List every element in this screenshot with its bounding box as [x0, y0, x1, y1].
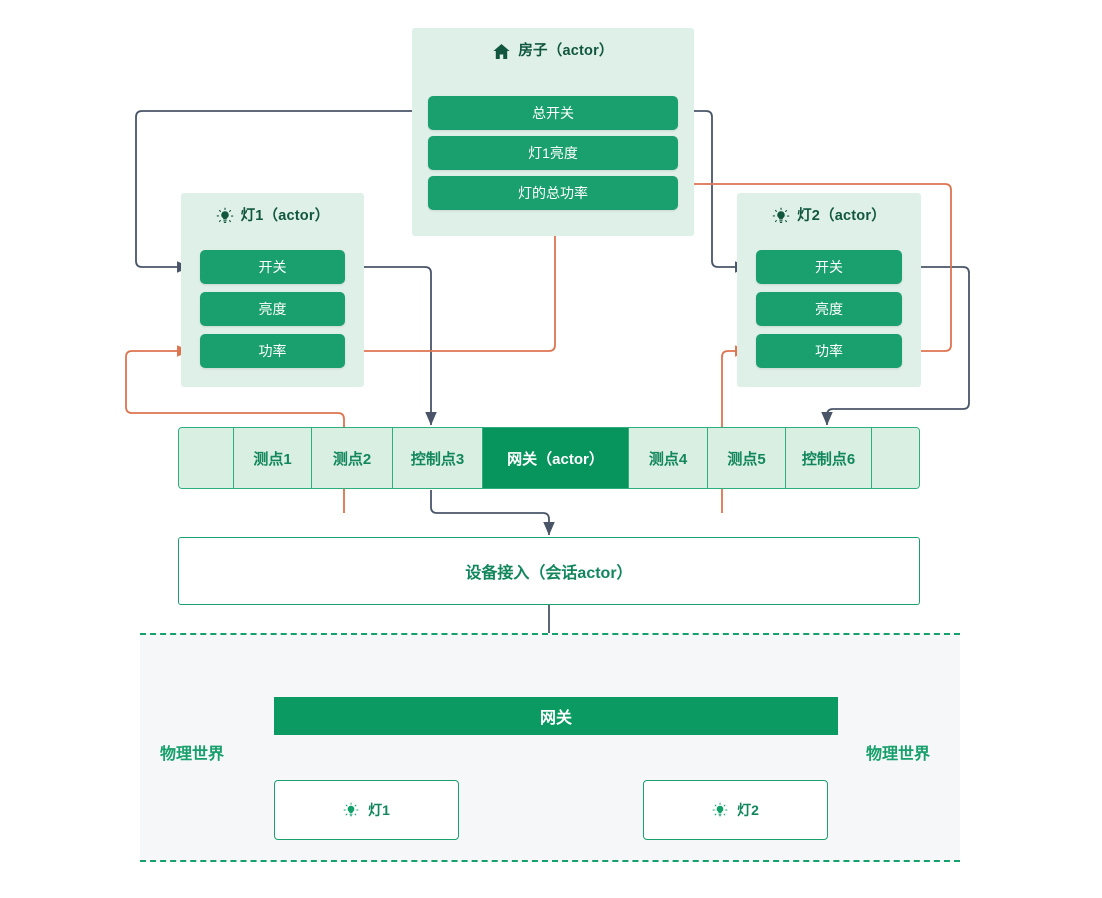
lamp1-actor-title-text: 灯1（actor）	[240, 207, 330, 224]
lamp2-actor-title-text: 灯2（actor）	[797, 207, 886, 224]
physical-gateway-box[interactable]: 网关	[274, 697, 838, 735]
physical-lamp1-box[interactable]: 灯1	[274, 780, 459, 840]
point-cell-control-3-label: 控制点3	[410, 450, 465, 468]
point-cell-pad-right	[872, 428, 919, 488]
house-prop-lamp1-brightness-label: 灯1亮度	[528, 145, 578, 161]
physical-world-label-right-text: 物理世界	[866, 746, 931, 763]
point-cell-measure-1-label: 测点1	[253, 450, 292, 468]
point-cell-measure-5-label: 测点5	[727, 450, 766, 468]
lamp1-prop-power[interactable]: 功率	[200, 334, 345, 368]
lamp1-prop-power-label: 功率	[258, 343, 287, 359]
house-icon	[492, 42, 511, 61]
house-prop-main-switch-label: 总开关	[532, 105, 574, 121]
house-actor-panel[interactable]: 房子（actor） 总开关 灯1亮度 灯的总功率	[412, 28, 694, 236]
physical-world-label-left: 物理世界	[160, 740, 224, 764]
point-cell-control-6[interactable]: 控制点6	[786, 428, 872, 488]
house-prop-total-power[interactable]: 灯的总功率	[428, 176, 678, 210]
house-actor-title-text: 房子（actor）	[518, 43, 614, 60]
lamp2-prop-power-label: 功率	[815, 343, 843, 359]
physical-gateway-label: 网关	[539, 710, 572, 727]
physical-world-label-left-text: 物理世界	[160, 746, 225, 763]
lamp2-prop-switch[interactable]: 开关	[756, 250, 902, 284]
lamp2-prop-brightness[interactable]: 亮度	[756, 292, 902, 326]
lamp2-actor-panel[interactable]: 灯2（actor） 开关 亮度 功率	[737, 193, 921, 387]
house-prop-lamp1-brightness[interactable]: 灯1亮度	[428, 136, 678, 170]
lamp1-actor-title: 灯1（actor）	[181, 207, 364, 225]
lightbulb-icon	[712, 802, 728, 818]
device-access-label: 设备接入（会话actor）	[465, 565, 633, 582]
lightbulb-icon	[216, 207, 234, 225]
point-cell-measure-2-label: 测点2	[332, 450, 372, 468]
point-cell-gateway-actor[interactable]: 网关（actor）	[483, 428, 629, 488]
lamp2-prop-switch-label: 开关	[815, 259, 843, 275]
point-cell-control-6-label: 控制点6	[801, 450, 856, 468]
point-cell-measure-5[interactable]: 测点5	[708, 428, 786, 488]
gateway-point-row: 测点1 测点2 控制点3 网关（actor） 测点4 测点5 控制点6	[178, 427, 920, 489]
physical-lamp2-label: 灯2	[737, 802, 759, 818]
lamp1-prop-switch-label: 开关	[258, 259, 287, 275]
lamp2-actor-title: 灯2（actor）	[737, 207, 921, 225]
lamp2-prop-power[interactable]: 功率	[756, 334, 902, 368]
lightbulb-icon	[343, 802, 359, 818]
physical-lamp2-box[interactable]: 灯2	[643, 780, 828, 840]
physical-lamp1-label: 灯1	[368, 802, 390, 818]
point-cell-measure-4[interactable]: 测点4	[629, 428, 708, 488]
physical-world-label-right: 物理世界	[866, 740, 930, 764]
lamp2-prop-brightness-label: 亮度	[815, 301, 843, 317]
house-actor-title: 房子（actor）	[412, 42, 694, 61]
house-prop-main-switch[interactable]: 总开关	[428, 96, 678, 130]
lamp1-prop-brightness[interactable]: 亮度	[200, 292, 345, 326]
point-cell-gateway-actor-label: 网关（actor）	[507, 450, 604, 468]
point-cell-control-3[interactable]: 控制点3	[393, 428, 483, 488]
lamp1-prop-switch[interactable]: 开关	[200, 250, 345, 284]
point-cell-measure-2[interactable]: 测点2	[312, 428, 393, 488]
point-cell-measure-1[interactable]: 测点1	[234, 428, 312, 488]
lamp1-prop-brightness-label: 亮度	[258, 301, 287, 317]
physical-world-band	[140, 633, 960, 862]
lamp1-actor-panel[interactable]: 灯1（actor） 开关 亮度 功率	[181, 193, 364, 387]
lightbulb-icon	[772, 207, 790, 225]
device-access-box[interactable]: 设备接入（会话actor）	[178, 537, 920, 605]
point-cell-pad-left	[179, 428, 234, 488]
house-prop-total-power-label: 灯的总功率	[518, 185, 588, 201]
point-cell-measure-4-label: 测点4	[648, 450, 688, 468]
